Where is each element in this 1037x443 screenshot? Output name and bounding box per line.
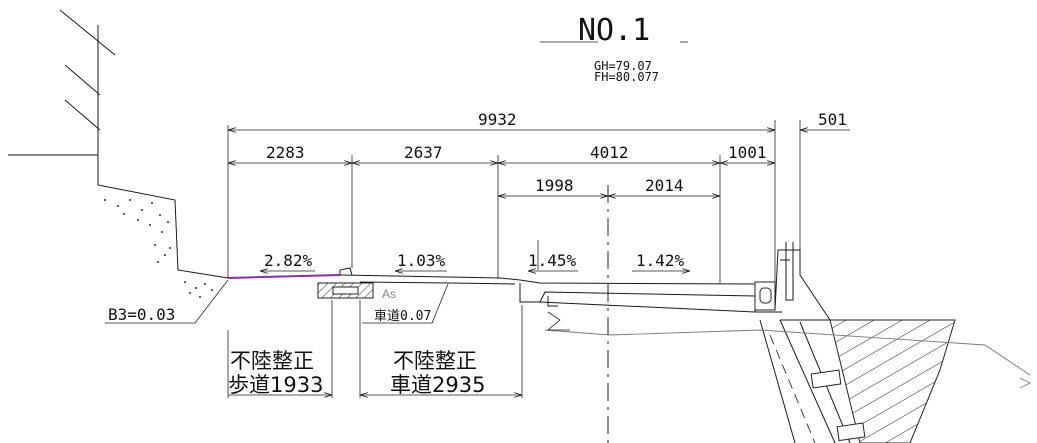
- section-title: NO.1: [578, 13, 650, 48]
- sidewalk-leveling-value: 歩道1933: [228, 373, 323, 397]
- dimension-lines: [228, 130, 850, 395]
- slope-lane-2: 1.45%: [528, 251, 577, 270]
- dim-segment-1: 2283: [266, 143, 305, 162]
- dim-segment-3: 4012: [590, 143, 629, 162]
- sidewalk-leveling-title: 不陸整正: [230, 349, 314, 373]
- right-wall-structure: [544, 242, 1032, 443]
- slope-lane-1: 1.03%: [397, 251, 446, 270]
- carlane-leader: [362, 283, 449, 324]
- finish-height: FH=80.077: [594, 70, 659, 84]
- carlane-thickness: 車道0.07: [374, 309, 431, 324]
- left-retaining-wall: [8, 9, 229, 298]
- carriageway-leveling-title: 不陸整正: [393, 349, 477, 373]
- dim-sub-1: 1998: [535, 176, 574, 195]
- dim-total: 9932: [478, 110, 517, 129]
- b3-leader: [105, 279, 229, 324]
- extension-lines: [227, 120, 801, 398]
- road-surface: [227, 267, 782, 313]
- sidewalk-pavement: [227, 274, 341, 279]
- dim-segment-4: 1001: [728, 143, 767, 162]
- dim-segment-2: 2637: [404, 143, 443, 162]
- gravel-dots: [104, 199, 213, 298]
- slope-lane-3: 1.42%: [636, 251, 685, 270]
- b3-label: B3=0.03: [108, 305, 175, 324]
- slope-arrows: [260, 240, 690, 271]
- dim-sub-2: 2014: [645, 176, 684, 195]
- asphalt-label: As: [382, 287, 396, 301]
- dim-right-offset: 501: [818, 110, 847, 129]
- ground-height: GH=79.07: [594, 59, 652, 73]
- slope-sidewalk: 2.82%: [264, 251, 313, 270]
- carriageway-leveling-value: 車道2935: [390, 373, 485, 397]
